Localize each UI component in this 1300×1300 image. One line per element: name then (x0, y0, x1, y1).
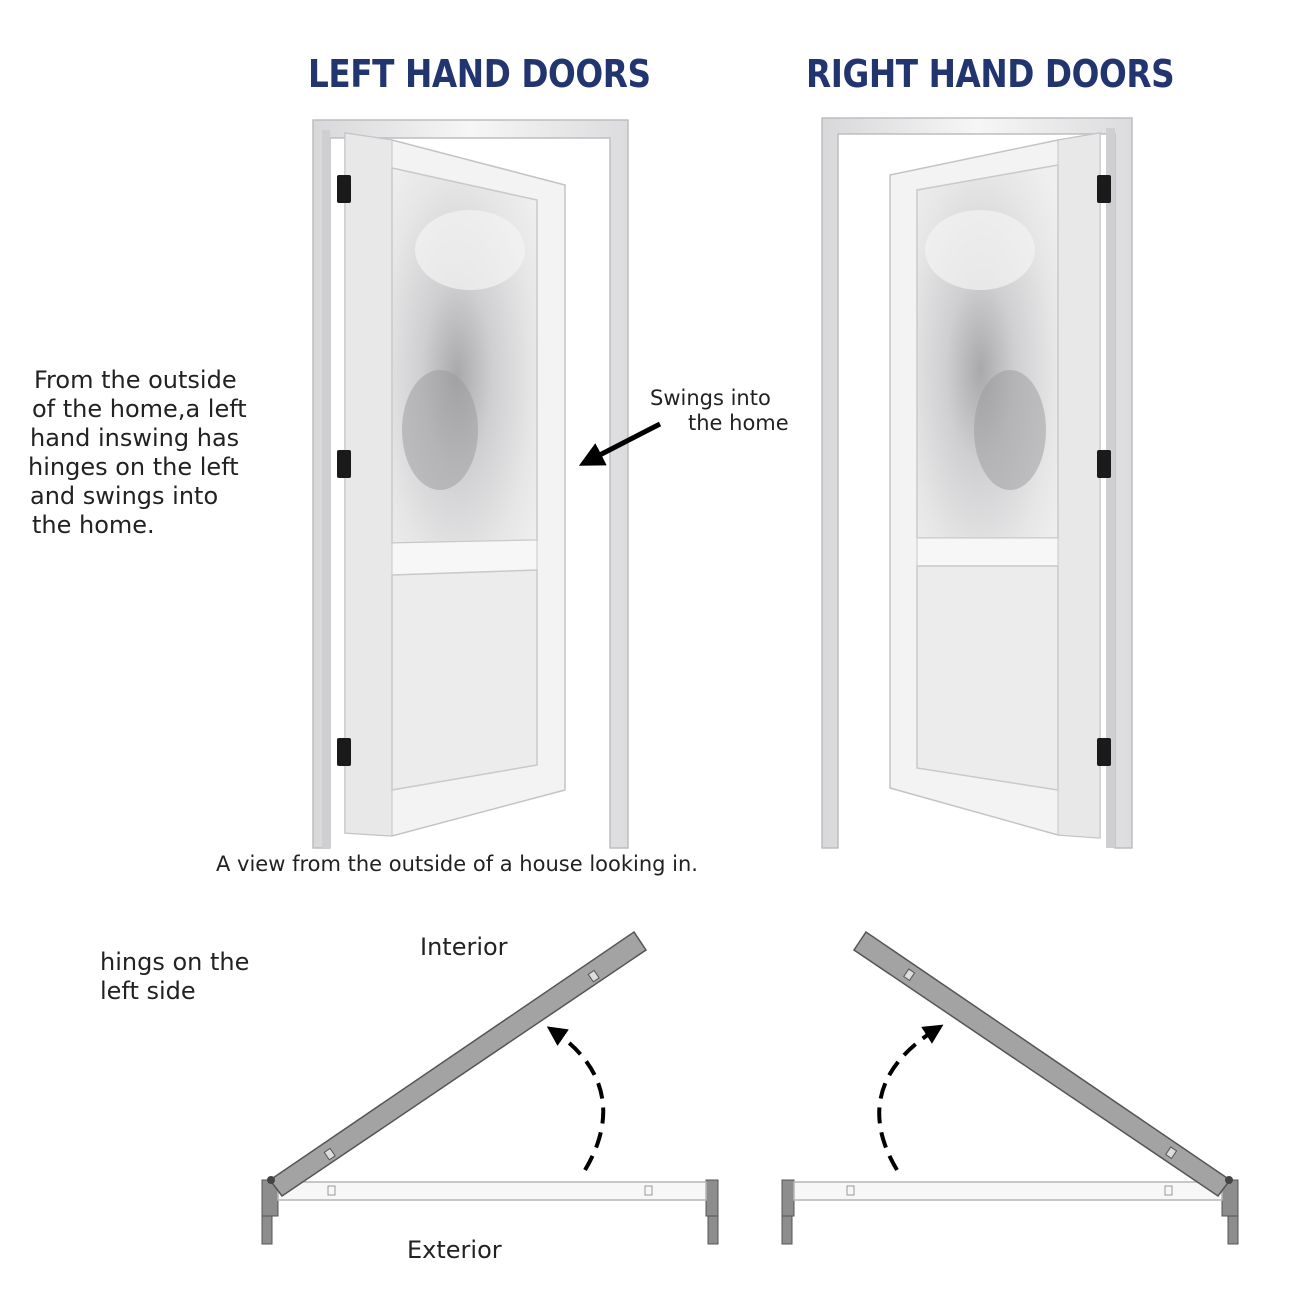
view-caption: A view from the outside of a house looki… (216, 852, 698, 876)
left-plan-open-door (268, 930, 648, 1198)
right-plan-swing-arrow (877, 1024, 944, 1172)
description-line: hand inswing has (30, 424, 240, 452)
left-plan-view (261, 930, 719, 1245)
left-door-illustration (312, 119, 629, 849)
description-line: and swings into (30, 482, 219, 510)
right-door-lower-panel (916, 565, 1059, 791)
swing-arrow (578, 421, 662, 466)
swing-label: Swings into the home (650, 386, 789, 436)
right-plan-closed-door (793, 1181, 1223, 1201)
right-door-hinge-middle (1097, 450, 1111, 478)
left-door-frame (312, 119, 629, 849)
right-plan-jamb-right (1221, 1179, 1239, 1245)
left-plan-closed-door (277, 1181, 707, 1201)
left-hand-description: From the outside of the home,a left hand… (28, 366, 280, 540)
right-plan-jamb-left (781, 1179, 795, 1245)
swing-label-line: Swings into (650, 386, 771, 410)
hinge-note-line: left side (100, 977, 196, 1005)
exterior-label: Exterior (407, 1236, 502, 1264)
left-door-lower-panel (391, 569, 538, 791)
left-plan-swing-arrow (546, 1026, 606, 1172)
left-hand-doors-title: LEFT HAND DOORS (308, 52, 651, 96)
left-plan-jamb-left (261, 1179, 279, 1245)
hinge-note: hings on the left side (100, 948, 300, 1006)
description-line: of the home,a left (32, 395, 247, 423)
interior-label: Interior (420, 933, 508, 961)
swing-label-line: the home (688, 411, 789, 435)
right-door-hinge-top (1097, 175, 1111, 203)
right-plan-view (781, 930, 1239, 1245)
description-line: From the outside (34, 366, 237, 394)
right-hand-doors-title: RIGHT HAND DOORS (806, 52, 1175, 96)
left-door-hinge-bottom (337, 738, 351, 766)
right-plan-open-door (852, 930, 1232, 1198)
hinge-note-line: hings on the (100, 948, 250, 976)
right-door-illustration (821, 117, 1133, 849)
left-door-hinge-middle (337, 450, 351, 478)
description-line: the home. (32, 511, 155, 539)
description-line: hinges on the left (28, 453, 239, 481)
left-plan-jamb-right (705, 1179, 719, 1245)
left-door-hinge-top (337, 175, 351, 203)
right-door-hinge-bottom (1097, 738, 1111, 766)
